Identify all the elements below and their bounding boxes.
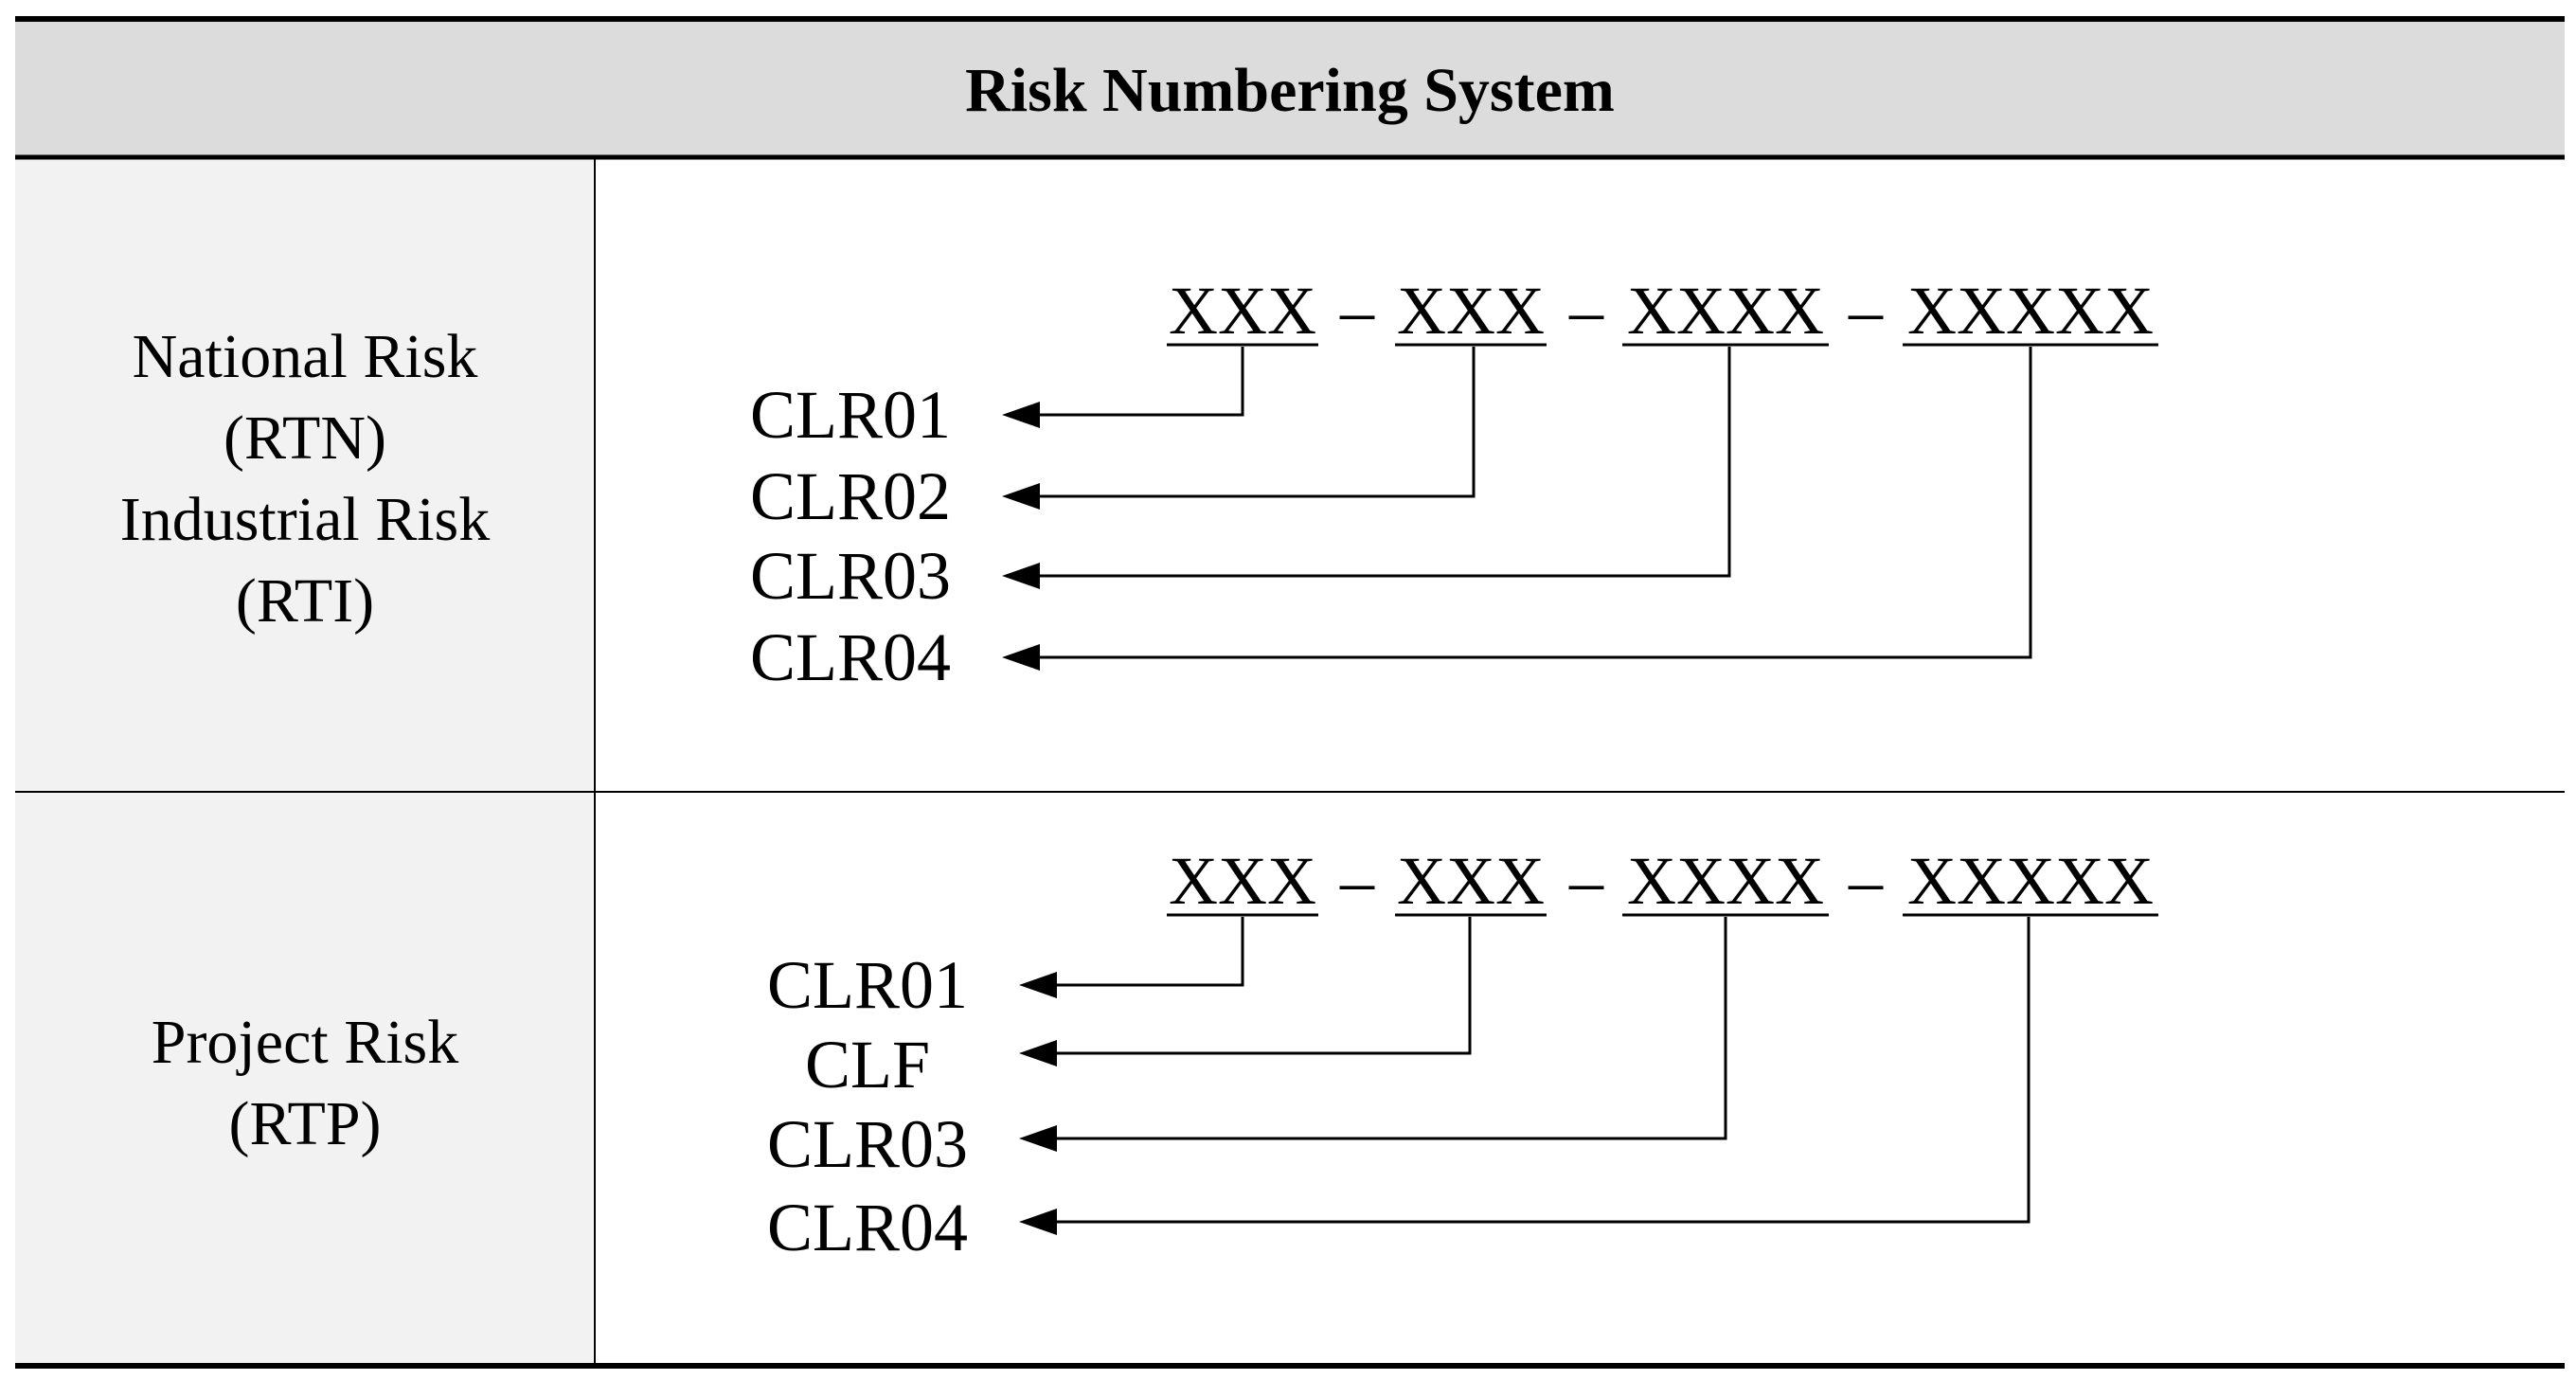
row-2-segment-2: XXX xyxy=(1397,843,1545,919)
row-1-line-4: (RTI) xyxy=(236,566,374,636)
row-1-connector-3 xyxy=(1038,347,1731,578)
row-1-arrowheads xyxy=(1002,402,1040,671)
row-2-arrow-4 xyxy=(1019,1209,1057,1235)
left-cell-bg-1 xyxy=(15,160,593,791)
row-1-label-2: CLR02 xyxy=(750,458,951,534)
row-2-label-1: CLR01 xyxy=(767,947,968,1023)
row-2-segment-4: XXXXX xyxy=(1907,843,2154,919)
row-2-connector-3 xyxy=(1055,917,1727,1140)
row-1-arrow-1 xyxy=(1002,402,1040,428)
row-2-arrow-1 xyxy=(1019,972,1057,998)
row-2-arrow-2 xyxy=(1019,1040,1057,1066)
row-2-separator-1: – xyxy=(1339,843,1375,919)
row-2-label-3: CLR03 xyxy=(767,1106,968,1182)
row-1-arrow-4 xyxy=(1002,644,1040,671)
row-1-segment-4: XXXXX xyxy=(1907,273,2154,349)
row-2-arrow-3 xyxy=(1019,1125,1057,1152)
left-cell-bg-2 xyxy=(15,793,593,1365)
row-2-connector-4 xyxy=(1055,917,2030,1224)
row-1-segment-2: XXX xyxy=(1397,273,1545,349)
row-2-line-2: (RTP) xyxy=(228,1089,381,1158)
row-2-connectors xyxy=(1055,917,2030,1224)
row-2-segment-1: XXX xyxy=(1169,843,1316,919)
header-band xyxy=(15,19,2565,157)
row-2-connector-2 xyxy=(1055,917,1472,1055)
row-1-connector-4 xyxy=(1038,347,2032,659)
row-1-arrow-3 xyxy=(1002,563,1040,589)
row-1-arrow-2 xyxy=(1002,483,1040,510)
row-2-connector-1 xyxy=(1055,917,1244,987)
row-1-segment-3: XXXX xyxy=(1627,273,1824,349)
row-1-line-3: Industrial Risk xyxy=(120,485,491,554)
row-2-category: Project Risk (RTP) xyxy=(152,1008,459,1158)
row-2-labels: CLR01 CLF CLR03 CLR04 xyxy=(767,947,968,1265)
row-1-category: National Risk (RTN) Industrial Risk (RTI… xyxy=(120,322,491,636)
row-1-connectors xyxy=(1038,347,2032,659)
diagram-title: Risk Numbering System xyxy=(965,56,1615,125)
row-2-arrowheads xyxy=(1019,972,1057,1235)
row-1-code-pattern: XXX – XXX – XXXX – XXXXX xyxy=(1167,273,2158,349)
row-1-labels: CLR01 CLR02 CLR03 CLR04 xyxy=(750,377,951,695)
row-1-label-4: CLR04 xyxy=(750,619,951,695)
row-2-separator-3: – xyxy=(1848,843,1884,919)
row-1-label-1: CLR01 xyxy=(750,377,951,453)
row-1-line-1: National Risk xyxy=(133,322,478,391)
row-1-segment-1: XXX xyxy=(1169,273,1316,349)
row-2-segment-3: XXXX xyxy=(1627,843,1824,919)
row-2-label-2: CLF xyxy=(805,1027,930,1102)
row-1-separator-3: – xyxy=(1848,273,1884,349)
row-1-connector-2 xyxy=(1038,347,1476,498)
row-2-label-4: CLR04 xyxy=(767,1190,968,1265)
row-2-line-1: Project Risk xyxy=(152,1008,459,1077)
row-1-separator-2: – xyxy=(1568,273,1604,349)
row-1-line-2: (RTN) xyxy=(224,403,386,473)
row-2-separator-2: – xyxy=(1568,843,1604,919)
row-2-code-pattern: XXX – XXX – XXXX – XXXXX xyxy=(1167,843,2158,919)
row-1-label-3: CLR03 xyxy=(750,538,951,614)
row-1-separator-1: – xyxy=(1339,273,1375,349)
row-1-connector-1 xyxy=(1038,347,1244,417)
